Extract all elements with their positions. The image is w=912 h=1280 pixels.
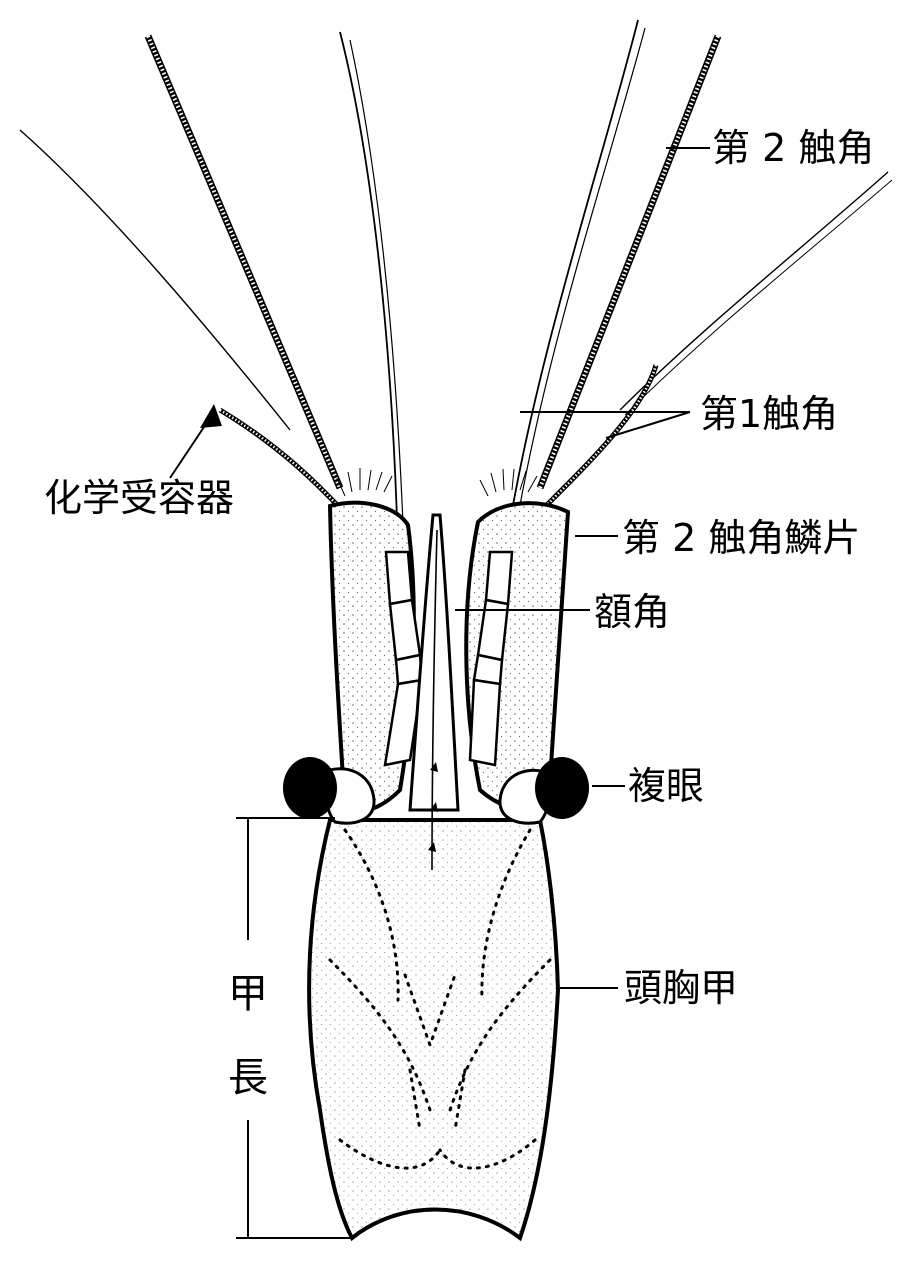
- label-length-bottom: 長: [228, 1055, 268, 1101]
- label-carapace: 頭胸甲: [624, 966, 739, 1010]
- label-antenna1: 第1触角: [700, 392, 839, 436]
- right-eye: [498, 757, 589, 825]
- leader-lines: [169, 147, 710, 1239]
- rostrum-teeth: [428, 762, 438, 852]
- setae-tufts: [336, 468, 538, 497]
- chemoreceptor-leader: [169, 417, 211, 479]
- label-chemoreceptor: 化学受容器: [44, 476, 235, 520]
- carapace-grooves: [328, 828, 552, 1170]
- chemoreceptor-arrowhead: [200, 404, 222, 428]
- label-compound-eye: 複眼: [628, 764, 705, 808]
- label-antennal-scale: 第 2 触角鱗片: [622, 516, 861, 560]
- label-rostrum: 額角: [594, 590, 671, 634]
- left-eye: [283, 757, 376, 825]
- antenna1-leader-b: [605, 411, 691, 439]
- carapace-stipple: [309, 820, 558, 1238]
- label-length-top: 甲: [228, 971, 268, 1017]
- label-antenna2: 第 2 触角: [712, 126, 875, 170]
- rostrum-ridge: [431, 529, 438, 871]
- first-antennae: [19, 19, 893, 554]
